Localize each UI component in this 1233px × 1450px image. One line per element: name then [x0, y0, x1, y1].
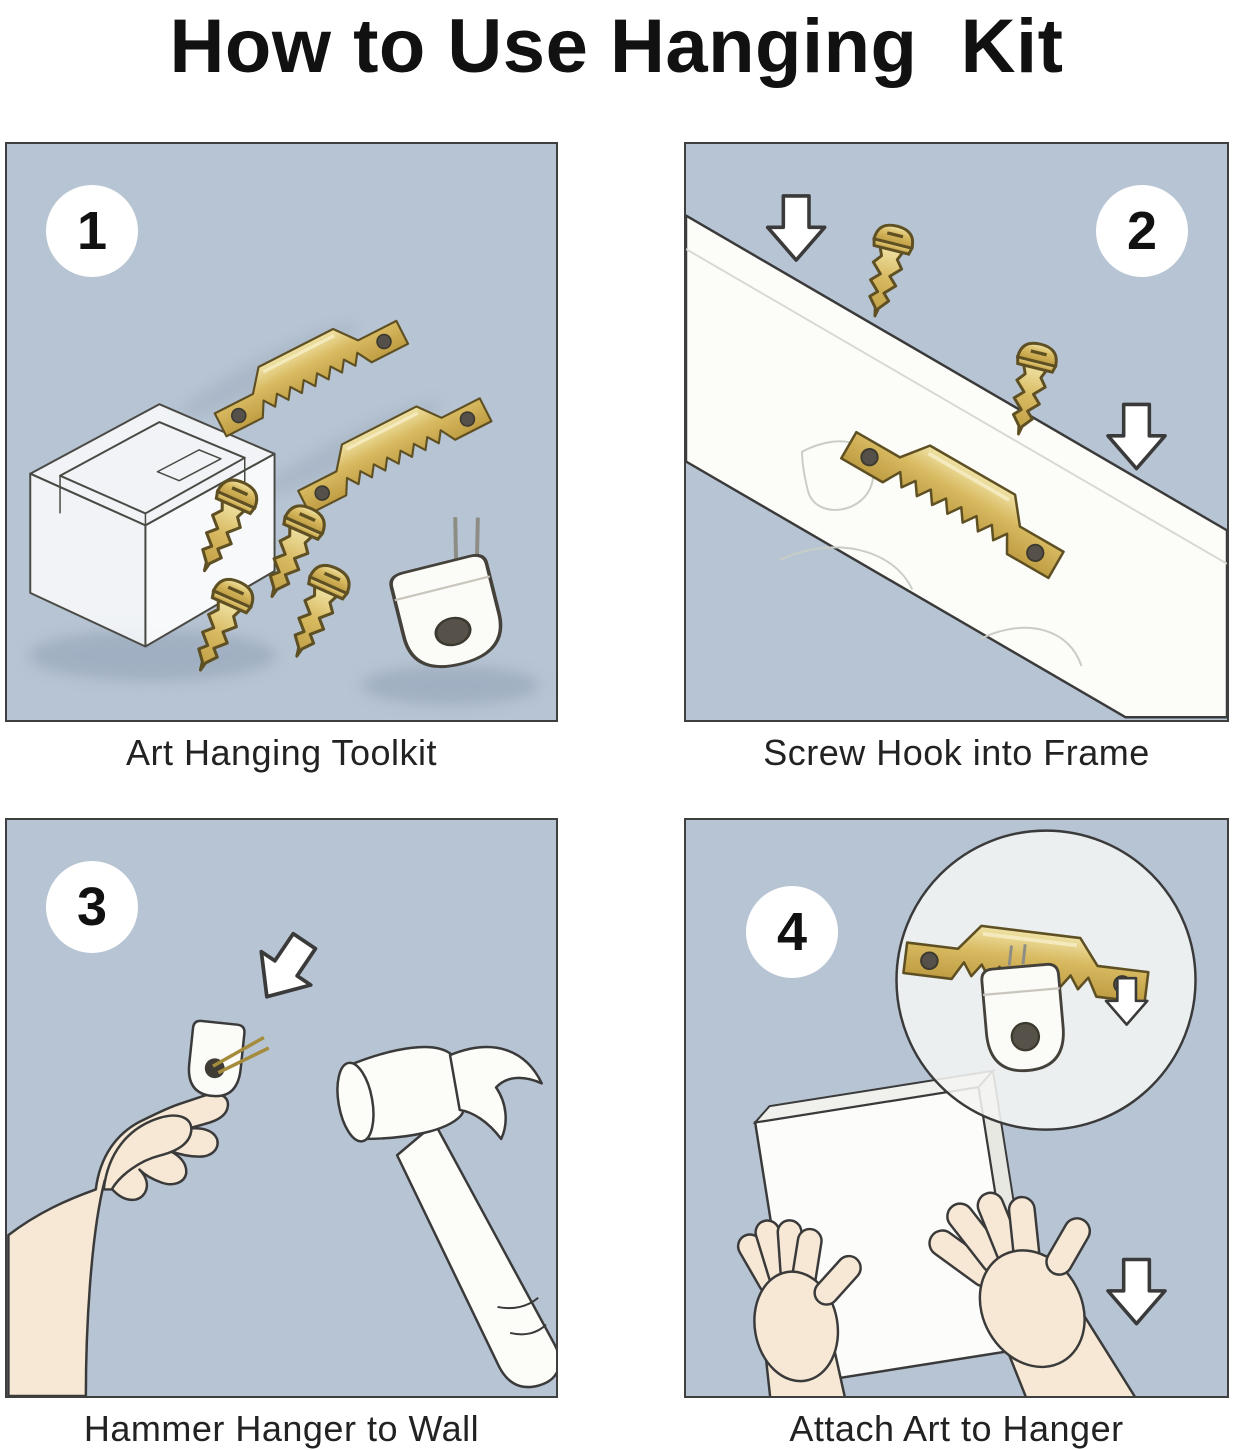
down-left-arrow-icon: [240, 922, 331, 1016]
panel-4: 4 Attach Art to Hanger: [684, 818, 1229, 1450]
frame-illustration: [686, 194, 1227, 719]
hanging-hook-icon: [979, 944, 1069, 1076]
hammer-icon: [336, 1045, 556, 1389]
sawtooth-hanger-icon: [203, 300, 410, 438]
step-number-3: 3: [46, 861, 138, 953]
panel-4-illustration: 4: [684, 818, 1229, 1398]
hand-icon: [7, 1092, 230, 1396]
panel-2-illustration: 2: [684, 142, 1229, 722]
step-number-4: 4: [746, 886, 838, 978]
step-number-2: 2: [1096, 185, 1188, 277]
screw-icon: [854, 219, 918, 323]
step-number-2-label: 2: [1126, 201, 1158, 261]
screw-icon: [276, 558, 357, 667]
sawtooth-hanger-icon: [286, 377, 494, 516]
steps-grid: 1 Art Hanging Toolkit: [0, 142, 1233, 1450]
down-arrow-icon: [765, 194, 827, 262]
hammering-illustration: [7, 922, 556, 1396]
right-hand-icon: [928, 1191, 1142, 1396]
down-arrow-icon: [1106, 402, 1167, 471]
attach-illustration: [736, 829, 1197, 1396]
step-number-4-label: 4: [776, 902, 808, 962]
panel-3-caption: Hammer Hanger to Wall: [83, 1408, 480, 1449]
panel-2: 2 Screw Hook into Frame: [684, 142, 1229, 774]
thumb-icon: [102, 1114, 193, 1191]
wall-hanger-icon: [187, 1019, 270, 1098]
toolkit-illustration: [28, 300, 540, 706]
step-number-1-label: 1: [76, 201, 108, 261]
step-number-3-label: 3: [76, 877, 108, 937]
panel-1-caption: Art Hanging Toolkit: [126, 732, 437, 773]
zoom-circle: [895, 829, 1197, 1131]
panel-3: 3 Hammer Hanger to Wall: [5, 818, 558, 1450]
step-number-1: 1: [46, 185, 138, 277]
panel-4-caption: Attach Art to Hanger: [789, 1408, 1124, 1449]
page-title: How to Use Hanging Kit: [169, 4, 1064, 89]
panel-1-illustration: 1: [5, 142, 558, 722]
left-hand-icon: [736, 1219, 862, 1396]
pin-icon: [217, 1046, 270, 1075]
pin-icon: [212, 1035, 265, 1068]
panel-1: 1 Art Hanging Toolkit: [5, 142, 558, 774]
hanging-hook-icon: [387, 517, 511, 678]
panel-2-caption: Screw Hook into Frame: [763, 732, 1150, 773]
down-arrow-icon: [1106, 1257, 1167, 1326]
panel-3-illustration: 3: [5, 818, 558, 1398]
